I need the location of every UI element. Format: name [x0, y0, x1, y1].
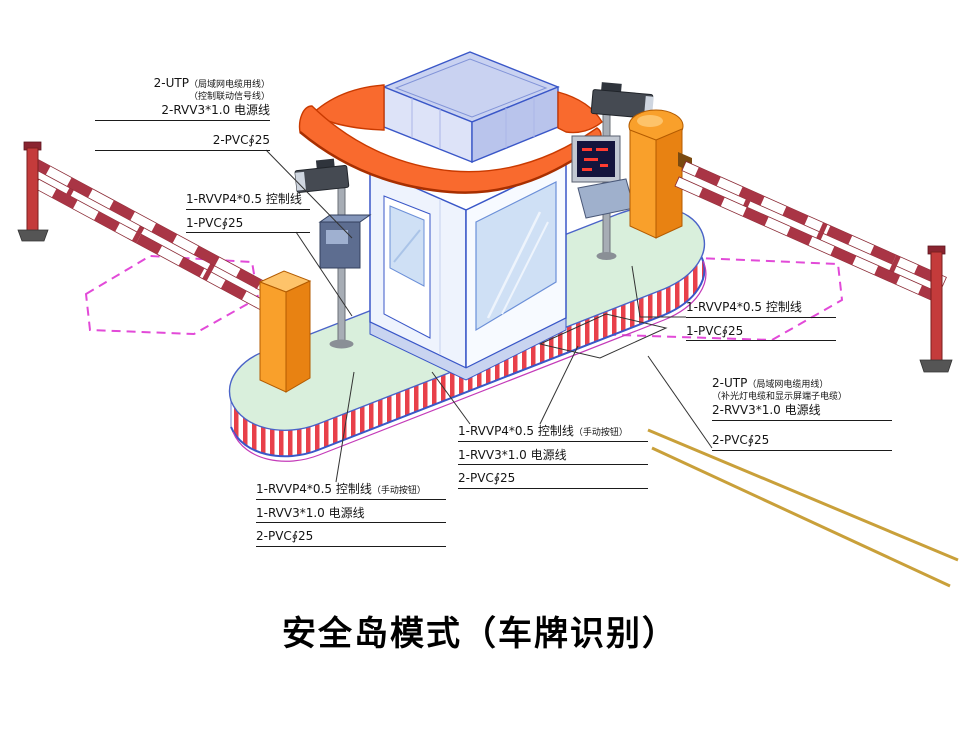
label-line: 2-UTP（局域网电缆用线）: [153, 76, 270, 90]
label-line: 2-PVC∮25: [458, 471, 648, 489]
booth-plinth: [369, 317, 567, 381]
cabinet-dome-highlight: [637, 115, 663, 127]
label-line: 1-RVVP4*0.5 控制线: [686, 300, 836, 318]
left-post-base: [17, 229, 49, 242]
left-support-post: [26, 147, 39, 233]
label-line: 2-RVV3*1.0 电源线: [95, 103, 270, 121]
label-group-display-cabling: 2-UTP（局域网电缆用线） （补光灯电缆和显示屏端子电缆） 2-RVV3*1.…: [712, 376, 892, 451]
label-line: 2-RVV3*1.0 电源线: [712, 403, 892, 421]
label-line: 1-PVC∮25: [686, 324, 836, 342]
pole-left-base: [329, 339, 354, 349]
induction-coil-outline: [538, 313, 668, 359]
camera-pole-left: [294, 158, 372, 349]
left-barrier-arm: [17, 141, 273, 310]
pole-right-base: [596, 252, 617, 260]
label-group-camera-cabling: 2-UTP（局域网电缆用线） （控制联动信号线） 2-RVV3*1.0 电源线 …: [95, 76, 270, 151]
control-box-top: [318, 214, 372, 223]
camera-left-icon: [294, 158, 350, 193]
label-line: 1-RVVP4*0.5 控制线（手动按钮）: [256, 482, 446, 500]
road-edge-lines: [647, 428, 959, 588]
label-line: （控制联动信号线）: [188, 91, 270, 102]
label-line: 2-PVC∮25: [95, 133, 270, 151]
label-line: 2-UTP（局域网电缆用线）: [712, 376, 829, 390]
leader-lines: [265, 149, 713, 483]
diagram-title: 安全岛模式（车牌识别）: [282, 614, 678, 654]
label-line: 2-PVC∮25: [712, 433, 892, 451]
island-bottom-edge-magenta: [232, 260, 707, 462]
booth-upper-cabin: [382, 51, 560, 164]
label-line: 1-RVVP4*0.5 控制线（手动按钮）: [458, 424, 648, 442]
label-group-center-cabling: 1-RVVP4*0.5 控制线（手动按钮） 1-RVV3*1.0 电源线 2-P…: [458, 424, 648, 489]
label-line: 1-PVC∮25: [186, 216, 310, 234]
booth-roof: [298, 84, 603, 194]
label-line: 1-RVVP4*0.5 控制线: [186, 192, 310, 210]
label-line: （补光灯电缆和显示屏端子电缆）: [712, 391, 848, 402]
barrier-cabinet-left: [258, 270, 312, 393]
label-group-left-control: 1-RVVP4*0.5 控制线 1-PVC∮25: [186, 192, 310, 234]
right-post-base: [919, 359, 953, 373]
label-group-left-cabling: 1-RVVP4*0.5 控制线（手动按钮） 1-RVV3*1.0 电源线 2-P…: [256, 482, 446, 547]
label-line: 1-RVV3*1.0 电源线: [458, 448, 648, 466]
label-line: 2-PVC∮25: [256, 529, 446, 547]
right-barrier-arm: [674, 160, 953, 373]
guard-booth: [298, 51, 603, 381]
control-box: [319, 221, 361, 269]
label-group-right-control: 1-RVVP4*0.5 控制线 1-PVC∮25: [686, 300, 836, 342]
label-line: 1-RVV3*1.0 电源线: [256, 506, 446, 524]
led-display-text-dots: [582, 148, 608, 171]
island-bottom-edge-blue: [230, 255, 706, 458]
control-box-screen: [326, 230, 348, 244]
right-support-post: [930, 251, 943, 363]
